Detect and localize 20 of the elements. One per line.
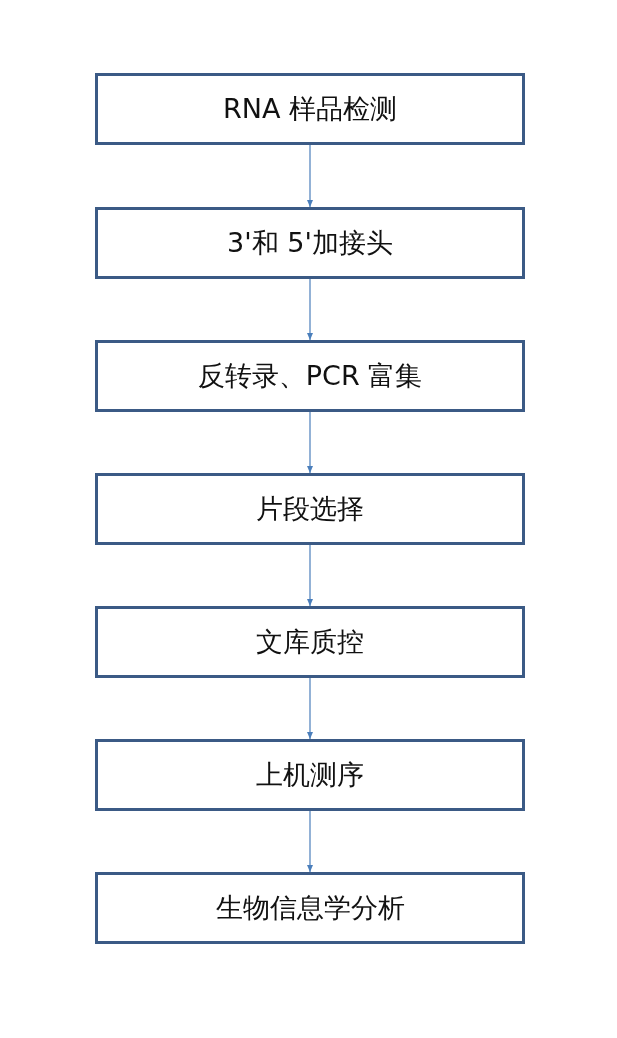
process-box [95,739,525,811]
arrow [307,677,313,740]
step-label: 片段选择 [256,492,364,526]
process-box [95,207,525,279]
step-label: 反转录、PCR 富集 [197,359,423,393]
arrow [307,144,313,208]
step-label: 上机测序 [256,758,364,792]
arrow [307,411,313,474]
process-box [95,872,525,944]
arrow [307,810,313,873]
step-label: RNA 样品检测 [223,92,397,126]
process-box [95,73,525,145]
arrow [307,544,313,607]
arrow [307,278,313,341]
process-box [95,473,525,545]
step-label: 生物信息学分析 [215,891,405,925]
process-box [95,606,525,678]
process-box [95,340,525,412]
step-label: 3'和 5'加接头 [227,226,393,260]
step-label: 文库质控 [256,625,364,659]
